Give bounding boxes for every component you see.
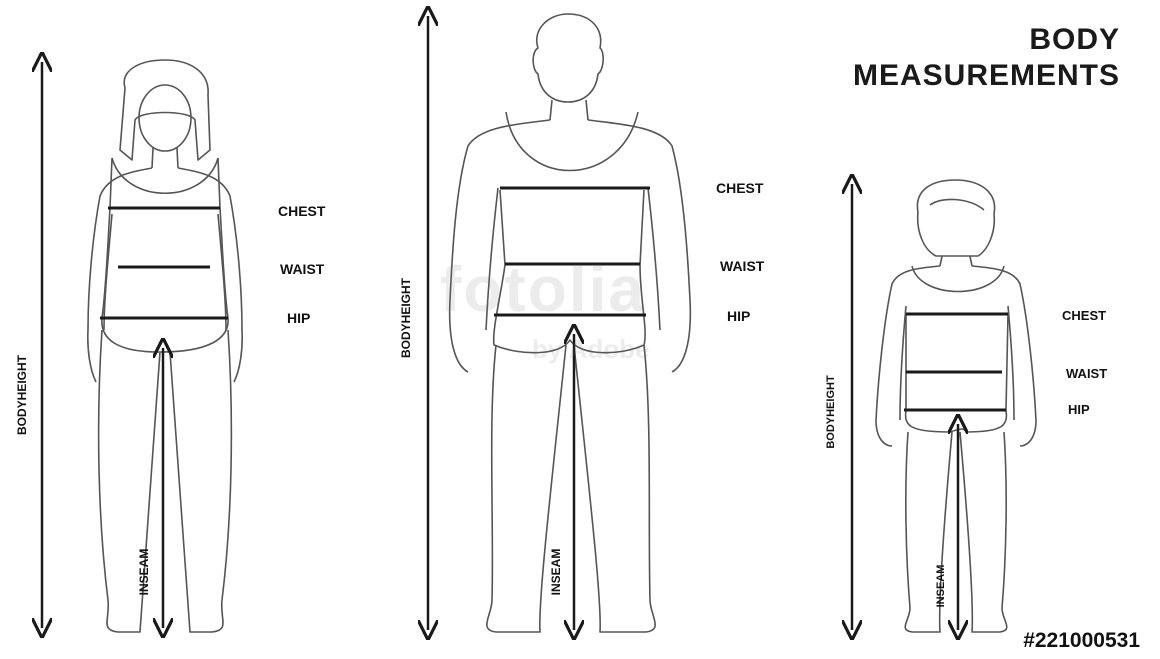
woman-chest-label: CHEST	[278, 203, 326, 219]
child-inseam-label: INSEAM	[935, 565, 947, 608]
watermark-sub: by Adobe	[532, 334, 649, 365]
child-hip-label: HIP	[1068, 402, 1090, 417]
man-chest-label: CHEST	[716, 180, 764, 196]
woman-height-label: BODYHEIGHT	[15, 354, 29, 435]
man-waist-label: WAIST	[720, 258, 765, 274]
title-line-2: MEASUREMENTS	[853, 58, 1120, 94]
child-height-label: BODYHEIGHT	[825, 375, 837, 449]
man-height-label: BODYHEIGHT	[399, 277, 413, 358]
woman-inseam-label: INSEAM	[137, 549, 151, 596]
child-waist-label: WAIST	[1066, 366, 1107, 381]
diagram-title: BODY MEASUREMENTS	[853, 22, 1120, 94]
child-figure	[876, 180, 1036, 632]
woman-figure	[88, 60, 242, 632]
woman-measure-lines	[100, 208, 228, 318]
man-inseam-label: INSEAM	[549, 549, 563, 596]
watermark-brand: fotolia	[440, 252, 646, 326]
child-chest-label: CHEST	[1062, 308, 1106, 323]
man-hip-label: HIP	[727, 308, 750, 324]
woman-hip-label: HIP	[287, 310, 310, 326]
child-measure-lines	[904, 314, 1008, 410]
stock-id: #221000531	[1023, 629, 1140, 653]
woman-waist-label: WAIST	[280, 261, 325, 277]
title-line-1: BODY	[853, 22, 1120, 58]
